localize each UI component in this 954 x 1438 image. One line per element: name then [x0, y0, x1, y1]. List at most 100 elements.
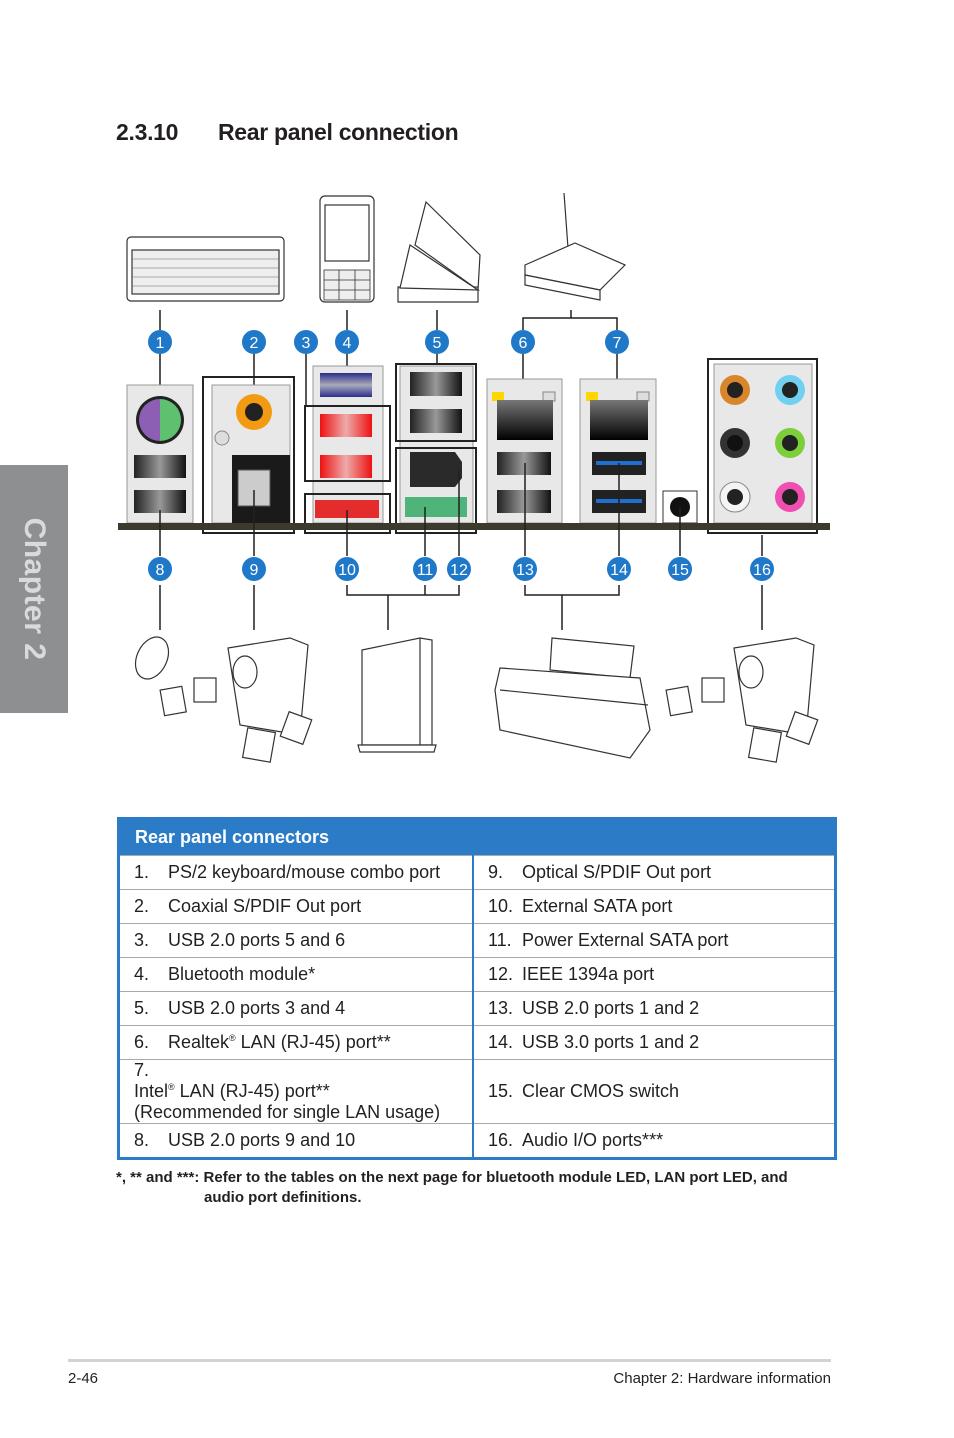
item-label: Bluetooth module*: [168, 964, 316, 984]
connector-cell-left: 6. Realtek® LAN (RJ-45) port**: [118, 1025, 474, 1060]
item-number: 14.: [488, 1032, 514, 1052]
connector-cell-right: 16. Audio I/O ports***: [473, 1123, 836, 1159]
connector-cell-right: 11.Power External SATA port: [473, 923, 836, 958]
svg-text:2: 2: [250, 335, 259, 352]
connector-cell-right: 9.Optical S/PDIF Out port: [473, 855, 836, 890]
connector-cell-right: 15. Clear CMOS switch: [473, 1059, 836, 1124]
svg-text:10: 10: [338, 562, 356, 579]
section-title: Rear panel connection: [218, 119, 459, 145]
laptop-icon: [397, 200, 481, 303]
connector-cell-left: 8. USB 2.0 ports 9 and 10: [118, 1123, 474, 1159]
table-row: 2. Coaxial S/PDIF Out port 10.External SAT…: [118, 889, 836, 924]
callout-5: 5: [425, 330, 449, 354]
connector-cell-right: 14. USB 3.0 ports 1 and 2: [473, 1025, 836, 1060]
callout-8: 8: [148, 557, 172, 581]
item-number: 15.: [488, 1081, 514, 1101]
table-row: 5. USB 2.0 ports 3 and 4 13. USB 2.0 ports …: [118, 991, 836, 1026]
item-label: USB 2.0 ports 9 and 10: [168, 1130, 356, 1150]
svg-text:4: 4: [343, 335, 352, 352]
svg-text:1: 1: [156, 335, 165, 352]
item-number: 7.: [134, 1060, 150, 1080]
footnote: *, ** and ***: Refer to the tables on th…: [116, 1168, 816, 1208]
callout-16: 16: [750, 557, 774, 581]
external-drive-icon: [357, 637, 437, 753]
footnote-line-2: audio port definitions.: [204, 1189, 362, 1206]
printer-icon: [494, 637, 651, 759]
item-number: 1.: [134, 862, 150, 882]
item-label: Clear CMOS switch: [522, 1081, 680, 1101]
section-number: 2.3.10: [116, 119, 179, 145]
usb-bluetooth-esata-panel: [304, 365, 391, 534]
callout-7: 7: [605, 330, 629, 354]
svg-text:6: 6: [519, 335, 528, 352]
keyboard-icon: [126, 236, 285, 302]
item-label: Coaxial S/PDIF Out port: [168, 896, 362, 916]
item-label: Realtek® LAN (RJ-45) port**: [168, 1032, 391, 1052]
item-number: 3.: [134, 930, 150, 950]
page-number: 2-46: [68, 1370, 99, 1387]
item-number: 12.: [488, 964, 514, 984]
item-label: USB 2.0 ports 3 and 4: [168, 998, 346, 1018]
callout-13: 13: [513, 557, 537, 581]
lan-usb-panel-1: [486, 378, 563, 524]
item-number: 8.: [134, 1130, 150, 1150]
item-number: 16.: [488, 1130, 514, 1150]
router-icon: [524, 192, 627, 301]
table-header: Rear panel connectors: [118, 818, 836, 856]
callout-4: 4: [335, 330, 359, 354]
footer-chapter-title: Chapter 2: Hardware information: [613, 1370, 831, 1387]
usb-1394-esata-panel: [395, 363, 477, 534]
item-label: PS/2 keyboard/mouse combo port: [168, 862, 441, 882]
table-row: 6. Realtek® LAN (RJ-45) port** 14. USB 3.0 …: [118, 1025, 836, 1060]
connector-cell-left: 3. USB 2.0 ports 5 and 6: [118, 923, 474, 958]
table-row: 8. USB 2.0 ports 9 and 10 16. Audio I/O por…: [118, 1123, 836, 1159]
callout-15: 15: [668, 557, 692, 581]
svg-text:3: 3: [302, 335, 311, 352]
callout-1: 1: [148, 330, 172, 354]
rear-panel-connectors-table: Rear panel connectors 1. PS/2 keyboard/mo…: [117, 817, 837, 1160]
item-label: IEEE 1394a port: [522, 964, 655, 984]
item-label: USB 2.0 ports 5 and 6: [168, 930, 346, 950]
item-number: 13.: [488, 998, 514, 1018]
footnote-line-1: *, ** and ***: Refer to the tables on th…: [116, 1169, 788, 1186]
lan-usb3-panel: [579, 378, 657, 524]
item-label: Optical S/PDIF Out port: [522, 862, 712, 882]
svg-text:15: 15: [671, 562, 689, 579]
item-number: 2.: [134, 896, 150, 916]
item-label: Power External SATA port: [522, 930, 729, 950]
clear-cmos-switch: [662, 490, 698, 524]
phone-icon: [319, 195, 375, 303]
callout-14: 14: [607, 557, 631, 581]
table-row: 3. USB 2.0 ports 5 and 6 11.Power External…: [118, 923, 836, 958]
table-row: 1. PS/2 keyboard/mouse combo port 9.Optica…: [118, 855, 836, 890]
connector-cell-left: 7.Intel® LAN (RJ-45) port**(Recommended …: [118, 1059, 474, 1124]
rear-panel-diagram: 1 2 3 4 5 6 7 8 9 10 11 12 13 14 15 16: [118, 192, 830, 763]
table-row: 4. Bluetooth module* 12. IEEE 1394a port: [118, 957, 836, 992]
item-number: 5.: [134, 998, 150, 1018]
connector-cell-right: 12. IEEE 1394a port: [473, 957, 836, 992]
connector-cell-left: 5. USB 2.0 ports 3 and 4: [118, 991, 474, 1026]
connector-cell-left: 2. Coaxial S/PDIF Out port: [118, 889, 474, 924]
footer-divider: [68, 1359, 831, 1362]
connector-cell-left: 1. PS/2 keyboard/mouse combo port: [118, 855, 474, 890]
item-number: 4.: [134, 964, 150, 984]
ps2-usb-panel: [126, 384, 194, 524]
svg-text:16: 16: [753, 562, 771, 579]
chapter-tab: Chapter 2: [0, 465, 68, 713]
svg-text:5: 5: [433, 335, 442, 352]
item-label: Audio I/O ports***: [522, 1130, 664, 1150]
spdif-panel: [202, 376, 295, 534]
item-label: USB 3.0 ports 1 and 2: [522, 1032, 700, 1052]
svg-text:7: 7: [613, 335, 622, 352]
callout-6: 6: [511, 330, 535, 354]
callout-12: 12: [447, 557, 471, 581]
item-number: 6.: [134, 1032, 150, 1052]
svg-text:9: 9: [250, 562, 259, 579]
connector-cell-left: 4. Bluetooth module*: [118, 957, 474, 992]
callout-10: 10: [335, 557, 359, 581]
item-label: External SATA port: [522, 896, 673, 916]
table-row: 7.Intel® LAN (RJ-45) port**(Recommended …: [118, 1059, 836, 1124]
connector-cell-right: 10.External SATA port: [473, 889, 836, 924]
callout-3: 3: [294, 330, 318, 354]
svg-text:12: 12: [450, 562, 468, 579]
